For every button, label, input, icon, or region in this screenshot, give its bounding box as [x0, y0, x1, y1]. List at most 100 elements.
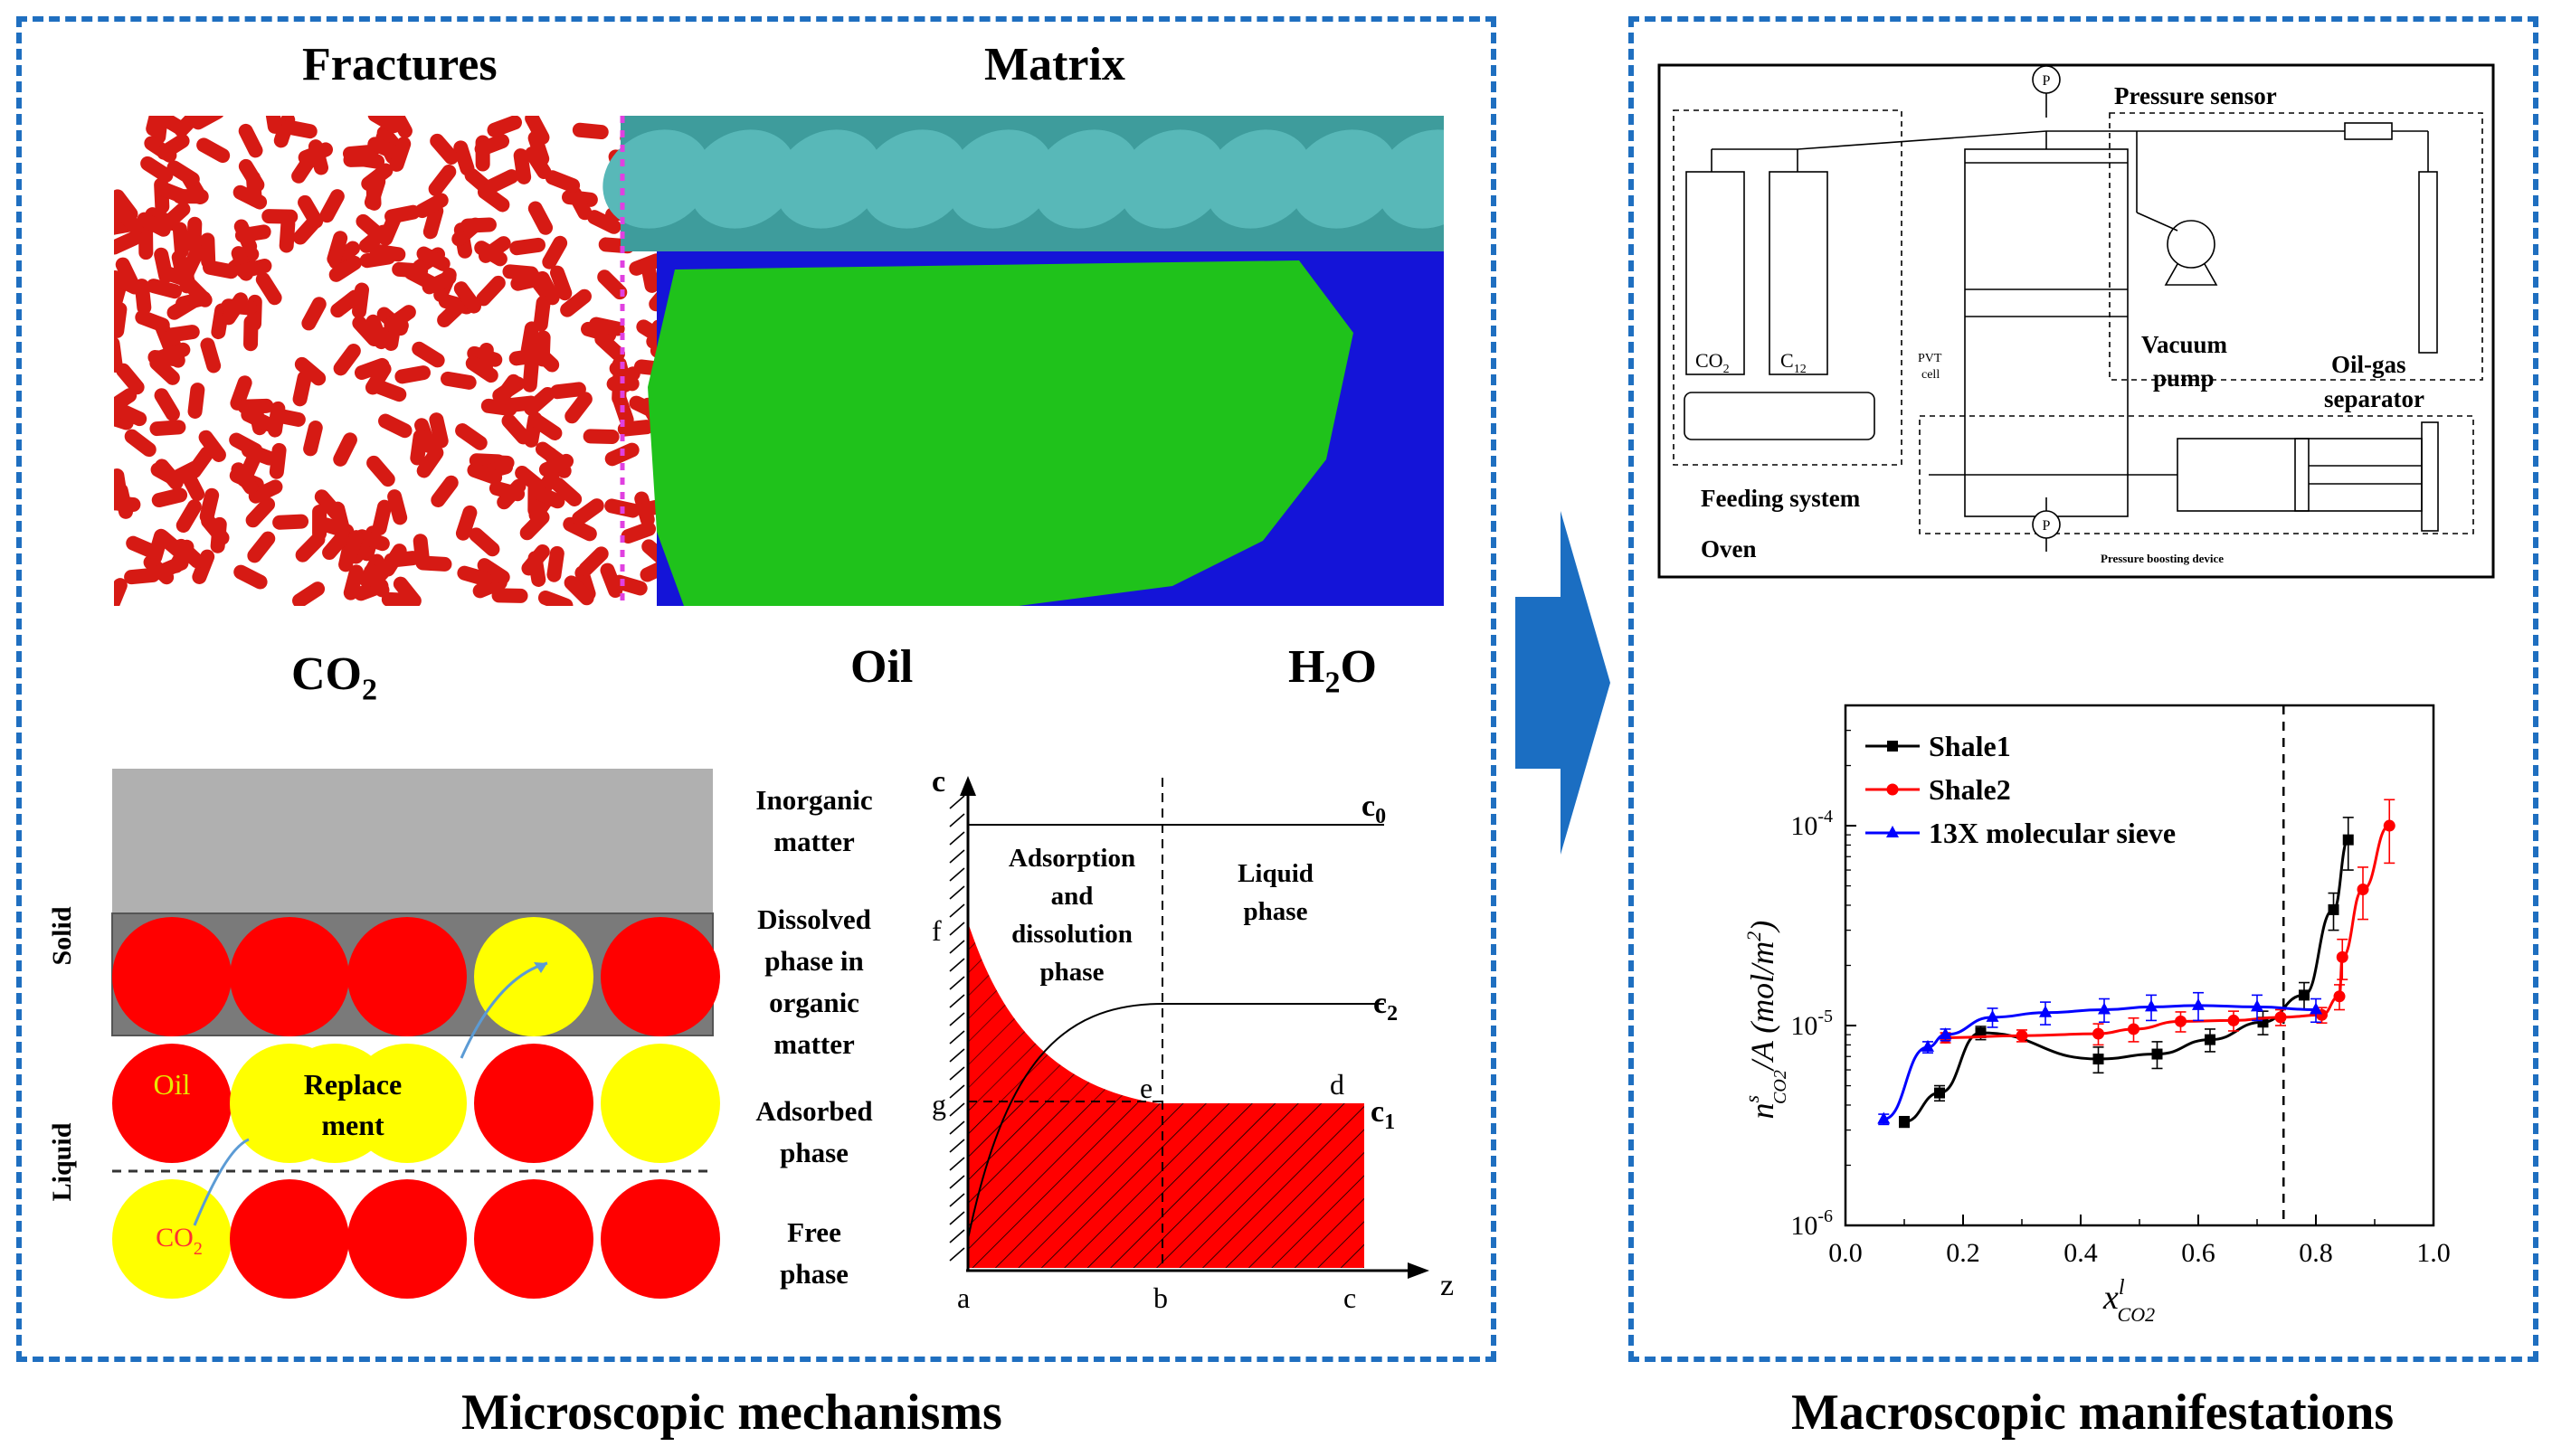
data-point	[2039, 1005, 2052, 1017]
point-d: d	[1330, 1068, 1344, 1101]
c-axis-label: c	[932, 765, 945, 799]
data-point	[2274, 1011, 2287, 1024]
layer-molecule	[347, 917, 467, 1036]
oven-label: Oven	[1701, 535, 1757, 563]
flow-arrow	[1515, 511, 1610, 855]
svg-text:13X molecular sieve: 13X molecular sieve	[1929, 817, 2176, 849]
oil-label: Oil	[850, 641, 914, 693]
data-point	[2357, 883, 2369, 895]
liquid-side-label: Liquid	[47, 1122, 77, 1201]
pressure-gauge-top: P	[2032, 65, 2061, 94]
point-a: a	[957, 1281, 970, 1314]
point-b: b	[1153, 1281, 1168, 1314]
pressure-sensor-label: Pressure sensor	[2114, 82, 2277, 109]
feeding-system-label: Feeding system	[1701, 485, 1861, 512]
x-tick-label: 0.8	[2299, 1238, 2333, 1268]
inorganic-solid-layer	[112, 769, 713, 918]
pvt-apparatus-schematic: P P CO2 C12 PVT cell Pressure sensor Vac…	[1657, 63, 2495, 579]
data-point	[2092, 1027, 2104, 1040]
pressure-gauge-bottom: P	[2032, 510, 2061, 539]
x-tick-label: 0.4	[2063, 1238, 2098, 1268]
c2-label: c2	[1373, 987, 1398, 1026]
mineral-layer	[602, 116, 1444, 251]
separator-label-2: separator	[2324, 385, 2424, 412]
data-point	[2205, 1034, 2215, 1045]
layer-molecule	[474, 1179, 593, 1299]
layer-molecule	[230, 1179, 349, 1299]
svg-text:P: P	[2043, 518, 2051, 534]
series-line	[1883, 1004, 2317, 1121]
data-point	[2333, 990, 2346, 1003]
liq-region-label-1: Liquid	[1238, 859, 1314, 888]
z-axis-label: z	[1440, 1269, 1454, 1302]
data-point	[2383, 819, 2395, 832]
x-tick-label: 0.0	[1828, 1238, 1863, 1268]
data-point	[2336, 950, 2348, 963]
data-point	[2145, 999, 2158, 1012]
data-point	[2151, 1048, 2163, 1060]
svg-text:P: P	[2043, 73, 2051, 89]
layer-molecule	[601, 1179, 720, 1299]
liq-region-label-2: phase	[1244, 897, 1308, 926]
series-0	[1899, 817, 2354, 1129]
data-point	[2192, 997, 2205, 1010]
data-point	[2175, 1015, 2187, 1027]
cyl-co2-label: CO2	[1695, 349, 1730, 376]
x-tick-label: 0.2	[1946, 1238, 1980, 1268]
legend-entry: Shale1	[1865, 730, 2011, 762]
pvt-label-2: cell	[1921, 368, 1940, 382]
matrix-title: Matrix	[984, 39, 1125, 90]
ads-region-label-2: and	[1051, 882, 1094, 911]
legend-entry: 13X molecular sieve	[1865, 817, 2176, 849]
layer-molecule	[601, 917, 720, 1036]
replacement-arrow-2	[193, 1138, 250, 1226]
md-snapshot	[114, 116, 1444, 606]
ads-region-label-3: dissolution	[1011, 920, 1133, 949]
data-point	[1921, 1039, 1934, 1052]
data-point	[2227, 1014, 2240, 1026]
co2-molecules-layer	[114, 116, 693, 606]
data-point	[2128, 1023, 2139, 1035]
data-point	[2299, 989, 2310, 1001]
replacement-arrow-1	[460, 961, 548, 1059]
data-point	[1934, 1087, 1945, 1099]
ads-region-label-1: Adsorption	[1009, 844, 1135, 873]
cyl-c12-label: C12	[1780, 349, 1807, 376]
oil-region	[648, 260, 1353, 606]
point-c: c	[1343, 1281, 1356, 1314]
data-point	[1877, 1111, 1891, 1124]
legend-entry: Shale2	[1865, 773, 2011, 806]
data-point	[2016, 1029, 2028, 1042]
layer-molecule	[601, 1044, 720, 1163]
data-point	[2342, 834, 2354, 846]
concentration-profile: c z c0 c2 c1 Adsorption and dissolution …	[932, 765, 1454, 1314]
layer-molecule	[474, 1044, 593, 1163]
macroscopic-panel	[1628, 16, 2538, 1362]
microscopic-panel	[16, 16, 1496, 1362]
data-point	[2098, 1002, 2111, 1015]
data-point	[2092, 1054, 2104, 1065]
booster-label: Pressure boosting device	[2101, 552, 2224, 565]
data-point	[1899, 1116, 1910, 1128]
co2-label: CO2	[291, 648, 377, 707]
layer-molecule	[474, 917, 593, 1036]
co2-molecule-text: CO2	[156, 1223, 203, 1259]
wall-hatch	[949, 795, 965, 1262]
c0-label: c0	[1361, 789, 1386, 828]
microscopic-caption: Microscopic mechanisms	[461, 1385, 1002, 1441]
data-point	[2251, 999, 2263, 1012]
layer-molecule	[112, 917, 232, 1036]
series-line	[1903, 838, 2350, 1123]
replacement-text-2: ment	[321, 1109, 384, 1141]
point-f: f	[932, 914, 942, 947]
oil-molecule-text: Oil	[154, 1068, 191, 1101]
series-2	[1877, 991, 2322, 1126]
vacuum-label-2: pump	[2153, 364, 2215, 392]
